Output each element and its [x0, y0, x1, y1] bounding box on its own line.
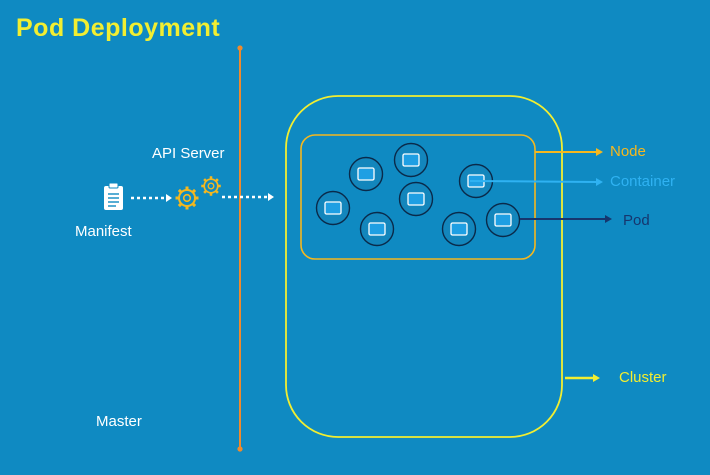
gears-icon [174, 174, 223, 211]
clipboard-icon [104, 182, 123, 210]
pod [359, 211, 395, 247]
cluster-label: Cluster [619, 369, 667, 386]
container-pointer-arrow [469, 178, 603, 186]
master-label: Master [96, 413, 142, 430]
cluster-box [285, 95, 563, 438]
pod-pointer-arrow [520, 215, 612, 223]
diagram-title: Pod Deployment [16, 14, 221, 42]
api-server-label: API Server [152, 145, 225, 162]
pod [485, 202, 521, 238]
pod [348, 156, 384, 192]
manifest-to-api-arrow [131, 194, 172, 202]
node-label: Node [610, 143, 646, 160]
api-to-cluster-arrow [222, 193, 274, 201]
pod [393, 142, 429, 178]
pod [315, 190, 351, 226]
pod [441, 211, 477, 247]
manifest-label: Manifest [75, 223, 132, 240]
master-divider [237, 45, 243, 452]
container-label: Container [610, 173, 676, 190]
node-box [300, 134, 536, 260]
cluster-pointer-arrow [565, 374, 600, 382]
pod [398, 181, 434, 217]
node-pointer-arrow [535, 148, 603, 156]
pod-label: Pod [623, 212, 650, 229]
